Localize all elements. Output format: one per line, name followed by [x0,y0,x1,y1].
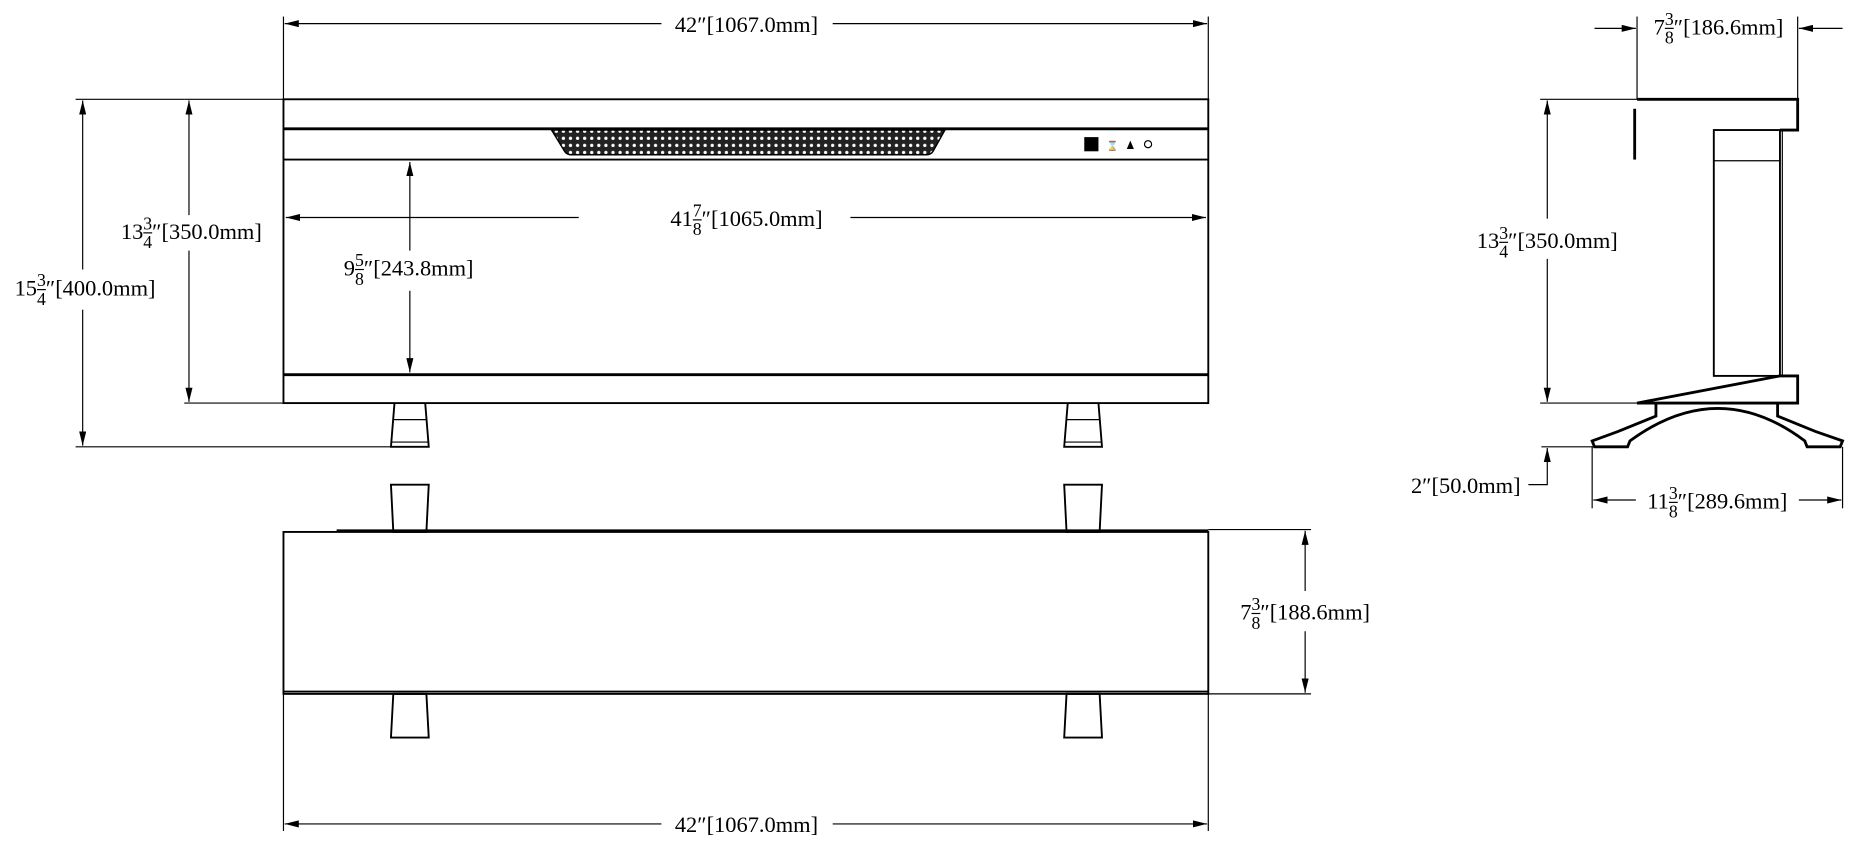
fraction-denominator: 4 [143,232,152,252]
fraction-denominator: 4 [37,289,46,309]
top-view [282,483,1382,839]
side-view [1464,16,1845,525]
dimension-mm: [188.6mm] [1270,599,1370,624]
timer-icon: ⌛ [1107,140,1119,152]
fraction-numerator: 3 [1251,594,1260,614]
speaker-grille [550,129,947,156]
fraction-denominator: 4 [1499,242,1508,262]
fraction-denominator: 8 [693,219,702,239]
fraction-numerator: 3 [1669,483,1678,503]
front-view: ⌛ [2,9,1210,448]
dimension-mm: [1065.0mm] [711,206,823,231]
label-overall-width: 42″[1067.0mm] [675,12,818,37]
dimension-mm: [350.0mm] [162,219,262,244]
fraction-numerator: 3 [1499,223,1508,243]
fraction-numerator: 3 [1665,9,1674,29]
side-foot [1590,403,1845,449]
top-legs-right [1063,483,1103,739]
inch-mark: ″ [697,12,706,37]
dimension-whole: 2 [1411,473,1422,498]
fraction-numerator: 7 [693,200,702,220]
dimension-mm: [289.6mm] [1687,488,1787,513]
dimension-mm: [243.8mm] [373,255,473,280]
dimension-whole: 9 [344,255,355,280]
fraction-numerator: 3 [143,213,152,233]
dimension-mm: [1067.0mm] [707,812,819,837]
inch-mark: ″ [1422,473,1431,498]
inch-mark: ″ [1260,599,1269,624]
inch-mark: ″ [697,812,706,837]
side-outline [1636,97,1800,405]
dimension-whole: 7 [1654,14,1665,39]
dimension-whole: 13 [1477,228,1499,253]
top-outline [282,530,1210,695]
front-outline [282,98,1210,405]
fraction-numerator: 5 [355,250,364,270]
heat-icon [1143,140,1153,149]
top-legs-left [389,483,430,739]
dimension-whole: 41 [670,206,692,231]
front-leg-right [1063,403,1104,448]
dimension-mm: [350.0mm] [1517,228,1617,253]
fraction-denominator: 8 [1251,613,1260,633]
fraction-denominator: 8 [355,269,364,289]
inch-mark: ″ [46,276,55,301]
inch-mark: ″ [1674,14,1683,39]
side-inner-panel [1712,129,1781,377]
dimension-whole: 7 [1240,599,1251,624]
leg-height-dimension-line [1528,448,1551,486]
inch-mark: ″ [1508,228,1517,253]
dimension-mm: [186.6mm] [1683,14,1783,39]
inch-mark: ″ [152,219,161,244]
fraction-numerator: 3 [37,270,46,290]
fraction-denominator: 8 [1665,28,1674,48]
flame-icon [1126,140,1134,149]
dimension-mm: [50.0mm] [1432,473,1521,498]
dimension-whole: 13 [121,219,143,244]
dimension-mm: [400.0mm] [55,276,155,301]
dimension-whole: 42 [675,812,697,837]
fraction-denominator: 8 [1669,502,1678,522]
front-leg-left [389,403,430,448]
inch-mark: ″ [702,206,711,231]
dimension-mm: [1067.0mm] [707,12,819,37]
inch-mark: ″ [1678,488,1687,513]
dimension-whole: 15 [15,276,37,301]
dimension-whole: 42 [675,12,697,37]
label-top-overall-width: 42″[1067.0mm] [675,812,818,837]
label-leg-height: 2″[50.0mm] [1411,473,1521,498]
inch-mark: ″ [364,255,373,280]
dimension-whole: 11 [1647,488,1669,513]
power-button-icon [1084,137,1099,152]
